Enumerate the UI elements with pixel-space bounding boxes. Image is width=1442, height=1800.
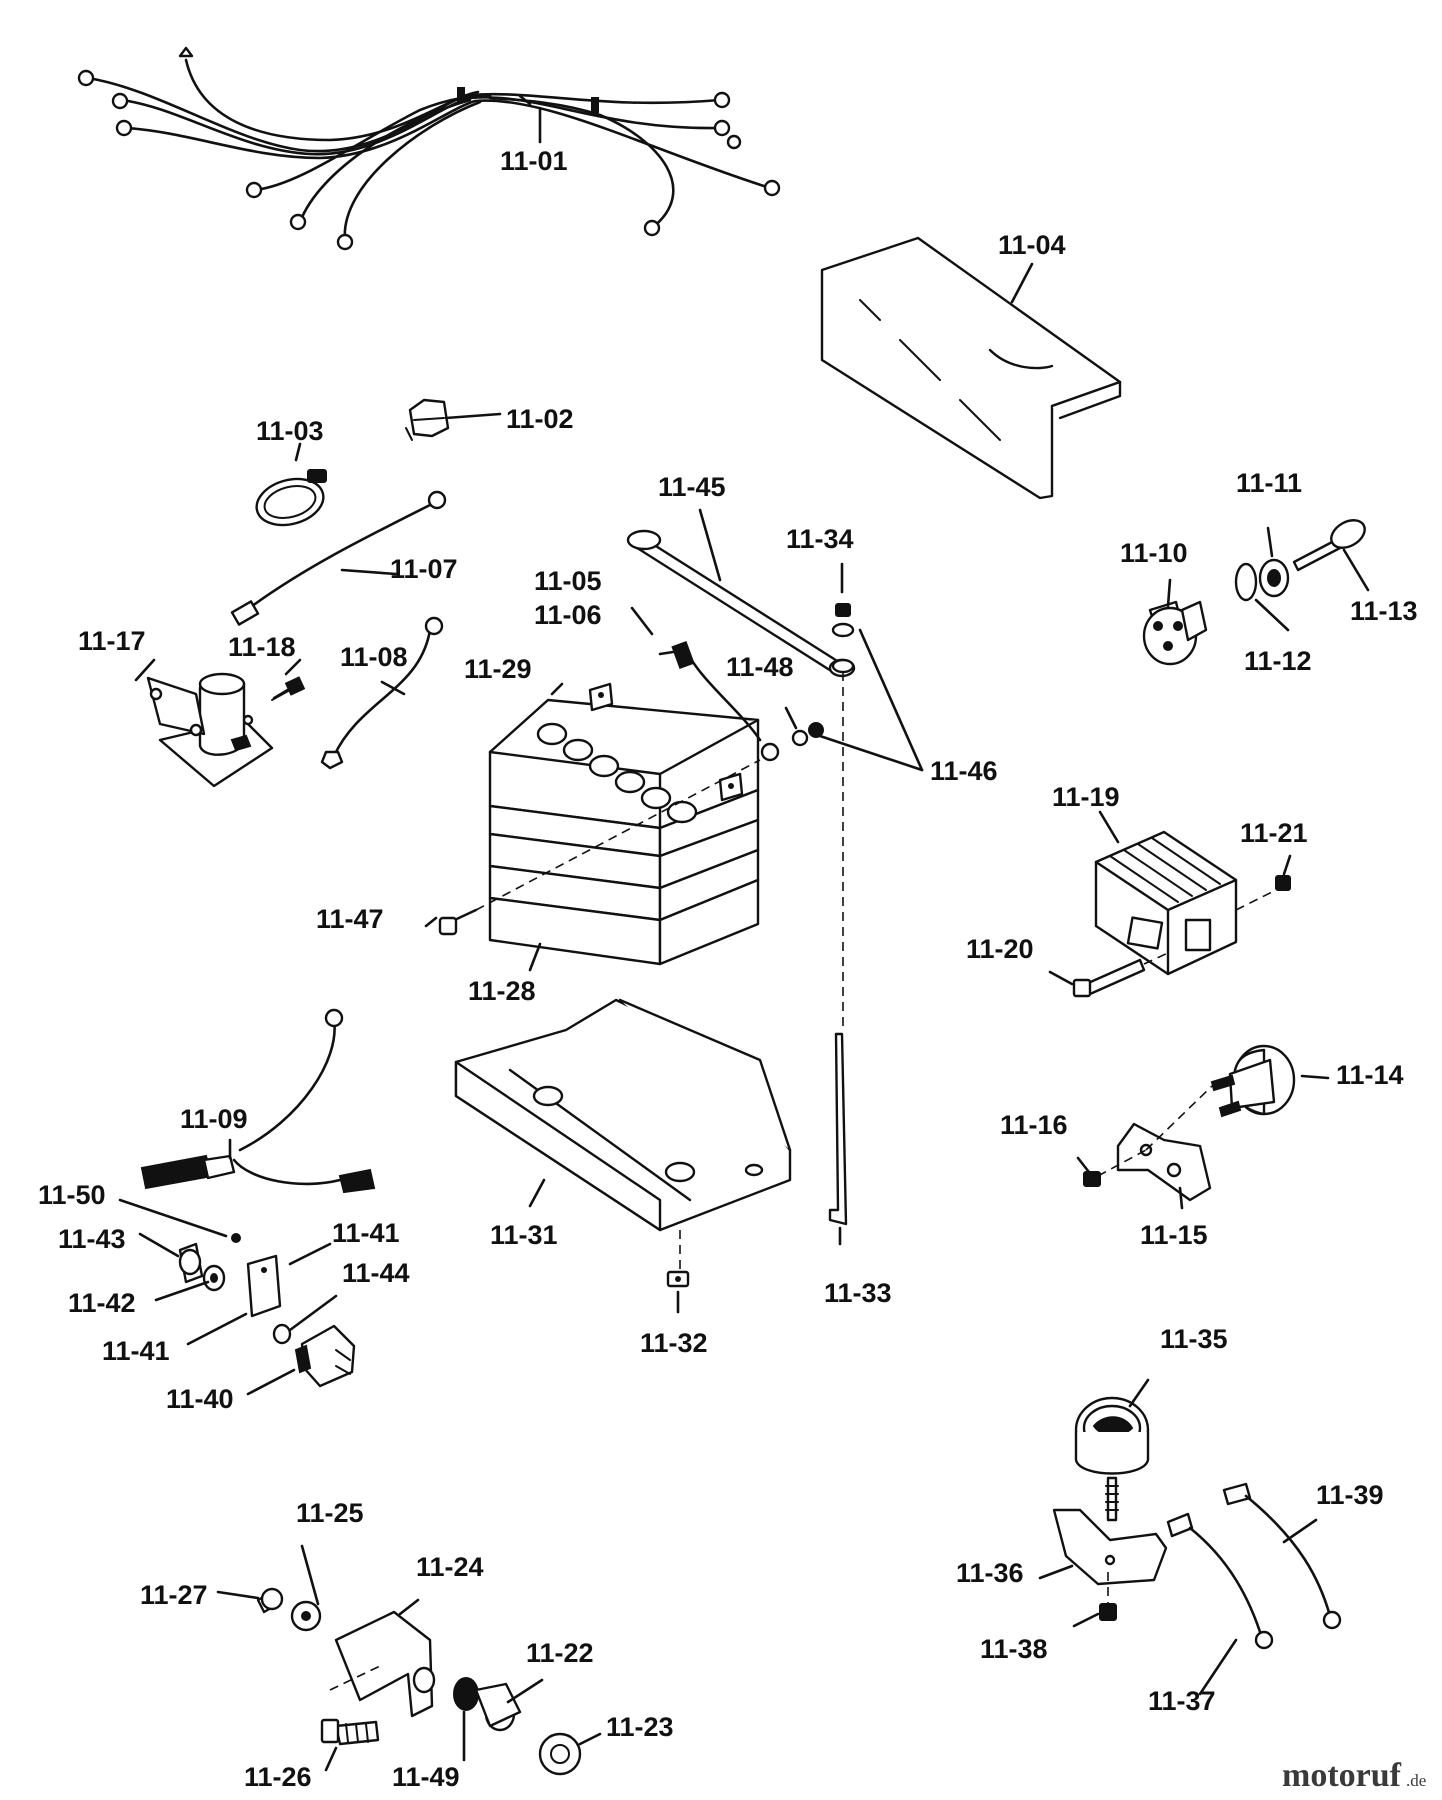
battery [488, 682, 760, 966]
label-11-17: 11-17 [78, 626, 146, 656]
label-11-02: 11-02 [506, 404, 574, 434]
label-11-01: 11-01 [500, 146, 568, 176]
leader-lines [118, 106, 1370, 1772]
ignition-switch [1142, 600, 1208, 666]
light-harness [140, 1008, 376, 1243]
tray-nut [666, 1270, 690, 1288]
part-labels: 11-01 11-04 11-02 11-03 11-07 11-45 11-3… [38, 146, 1418, 1792]
label-11-18: 11-18 [228, 632, 296, 662]
ammeter [1210, 1044, 1296, 1118]
label-11-13: 11-13 [1350, 596, 1418, 626]
harness-clip [405, 398, 450, 441]
solenoid [146, 672, 274, 788]
label-11-04: 11-04 [998, 230, 1066, 260]
battery-bolt [438, 759, 761, 936]
label-11-38: 11-38 [980, 1634, 1048, 1664]
label-11-34: 11-34 [786, 524, 854, 554]
label-11-10: 11-10 [1120, 538, 1188, 568]
label-11-41-top: 11-41 [332, 1218, 400, 1248]
wiring-harness [77, 46, 781, 251]
terminal-nut [791, 722, 824, 747]
battery-cable [230, 490, 447, 626]
hour-meter [1074, 1396, 1150, 1522]
label-11-03: 11-03 [256, 416, 324, 446]
label-11-25: 11-25 [296, 1498, 364, 1528]
light-switch-assembly [178, 1242, 356, 1388]
label-11-21: 11-21 [1240, 818, 1308, 848]
label-11-31: 11-31 [490, 1220, 558, 1250]
label-11-32: 11-32 [640, 1328, 708, 1358]
label-11-29: 11-29 [464, 654, 532, 684]
retaining-ring [1234, 562, 1258, 602]
label-11-43: 11-43 [58, 1224, 126, 1254]
label-11-37: 11-37 [1148, 1686, 1216, 1716]
label-11-40: 11-40 [166, 1384, 234, 1414]
watermark-suffix: .de [1406, 1771, 1426, 1790]
label-11-49: 11-49 [392, 1762, 460, 1792]
label-11-23: 11-23 [606, 1712, 674, 1742]
hour-meter-wire-short [1166, 1512, 1274, 1650]
label-11-09: 11-09 [180, 1104, 248, 1134]
battery-cover [820, 236, 1122, 500]
label-11-33: 11-33 [824, 1278, 892, 1308]
label-11-16: 11-16 [1000, 1110, 1068, 1140]
hour-meter-nut [1099, 1603, 1117, 1621]
battery-tray [454, 998, 792, 1270]
label-11-06: 11-06 [534, 600, 602, 630]
gauge-bracket [1097, 1085, 1213, 1202]
battery-cable-short [671, 640, 780, 762]
label-11-12: 11-12 [1244, 646, 1312, 676]
ignition-key [1292, 519, 1366, 572]
gauge-nut [1083, 1171, 1101, 1187]
rectifier-bolt [1072, 951, 1171, 998]
label-11-48: 11-48 [726, 652, 794, 682]
label-11-11: 11-11 [1236, 468, 1302, 498]
label-11-44: 11-44 [342, 1258, 410, 1288]
label-11-42: 11-42 [68, 1288, 136, 1318]
rectifier [1094, 830, 1281, 976]
watermark-brand: motoruf [1282, 1757, 1402, 1794]
label-11-47: 11-47 [316, 904, 384, 934]
hour-meter-wire-long [1222, 1482, 1342, 1630]
label-11-22: 11-22 [526, 1638, 594, 1668]
label-11-26: 11-26 [244, 1762, 312, 1792]
clamp [255, 469, 327, 527]
pto-switch-assembly [256, 1587, 582, 1776]
hold-down-nut [831, 603, 855, 674]
label-11-05: 11-05 [534, 566, 602, 596]
label-11-35: 11-35 [1160, 1324, 1228, 1354]
label-11-45: 11-45 [658, 472, 726, 502]
label-11-15: 11-15 [1140, 1220, 1208, 1250]
hour-meter-bracket [1052, 1508, 1168, 1604]
label-11-07: 11-07 [390, 554, 458, 584]
bolt [271, 676, 306, 701]
label-11-19: 11-19 [1052, 782, 1120, 812]
label-11-28: 11-28 [468, 976, 536, 1006]
label-11-50: 11-50 [38, 1180, 106, 1210]
label-11-20: 11-20 [966, 934, 1034, 964]
hold-down-rod [828, 672, 848, 1226]
label-11-46: 11-46 [930, 756, 998, 786]
ignition-nut [1258, 558, 1290, 598]
rectifier-nut [1275, 875, 1291, 891]
label-11-08: 11-08 [340, 642, 408, 672]
ground-cable [320, 616, 444, 770]
label-11-41-bottom: 11-41 [102, 1336, 170, 1366]
label-11-24: 11-24 [416, 1552, 484, 1582]
watermark: motoruf .de [1282, 1757, 1426, 1794]
label-11-36: 11-36 [956, 1558, 1024, 1588]
label-11-27: 11-27 [140, 1580, 208, 1610]
label-11-14: 11-14 [1336, 1060, 1404, 1090]
label-11-39: 11-39 [1316, 1480, 1384, 1510]
